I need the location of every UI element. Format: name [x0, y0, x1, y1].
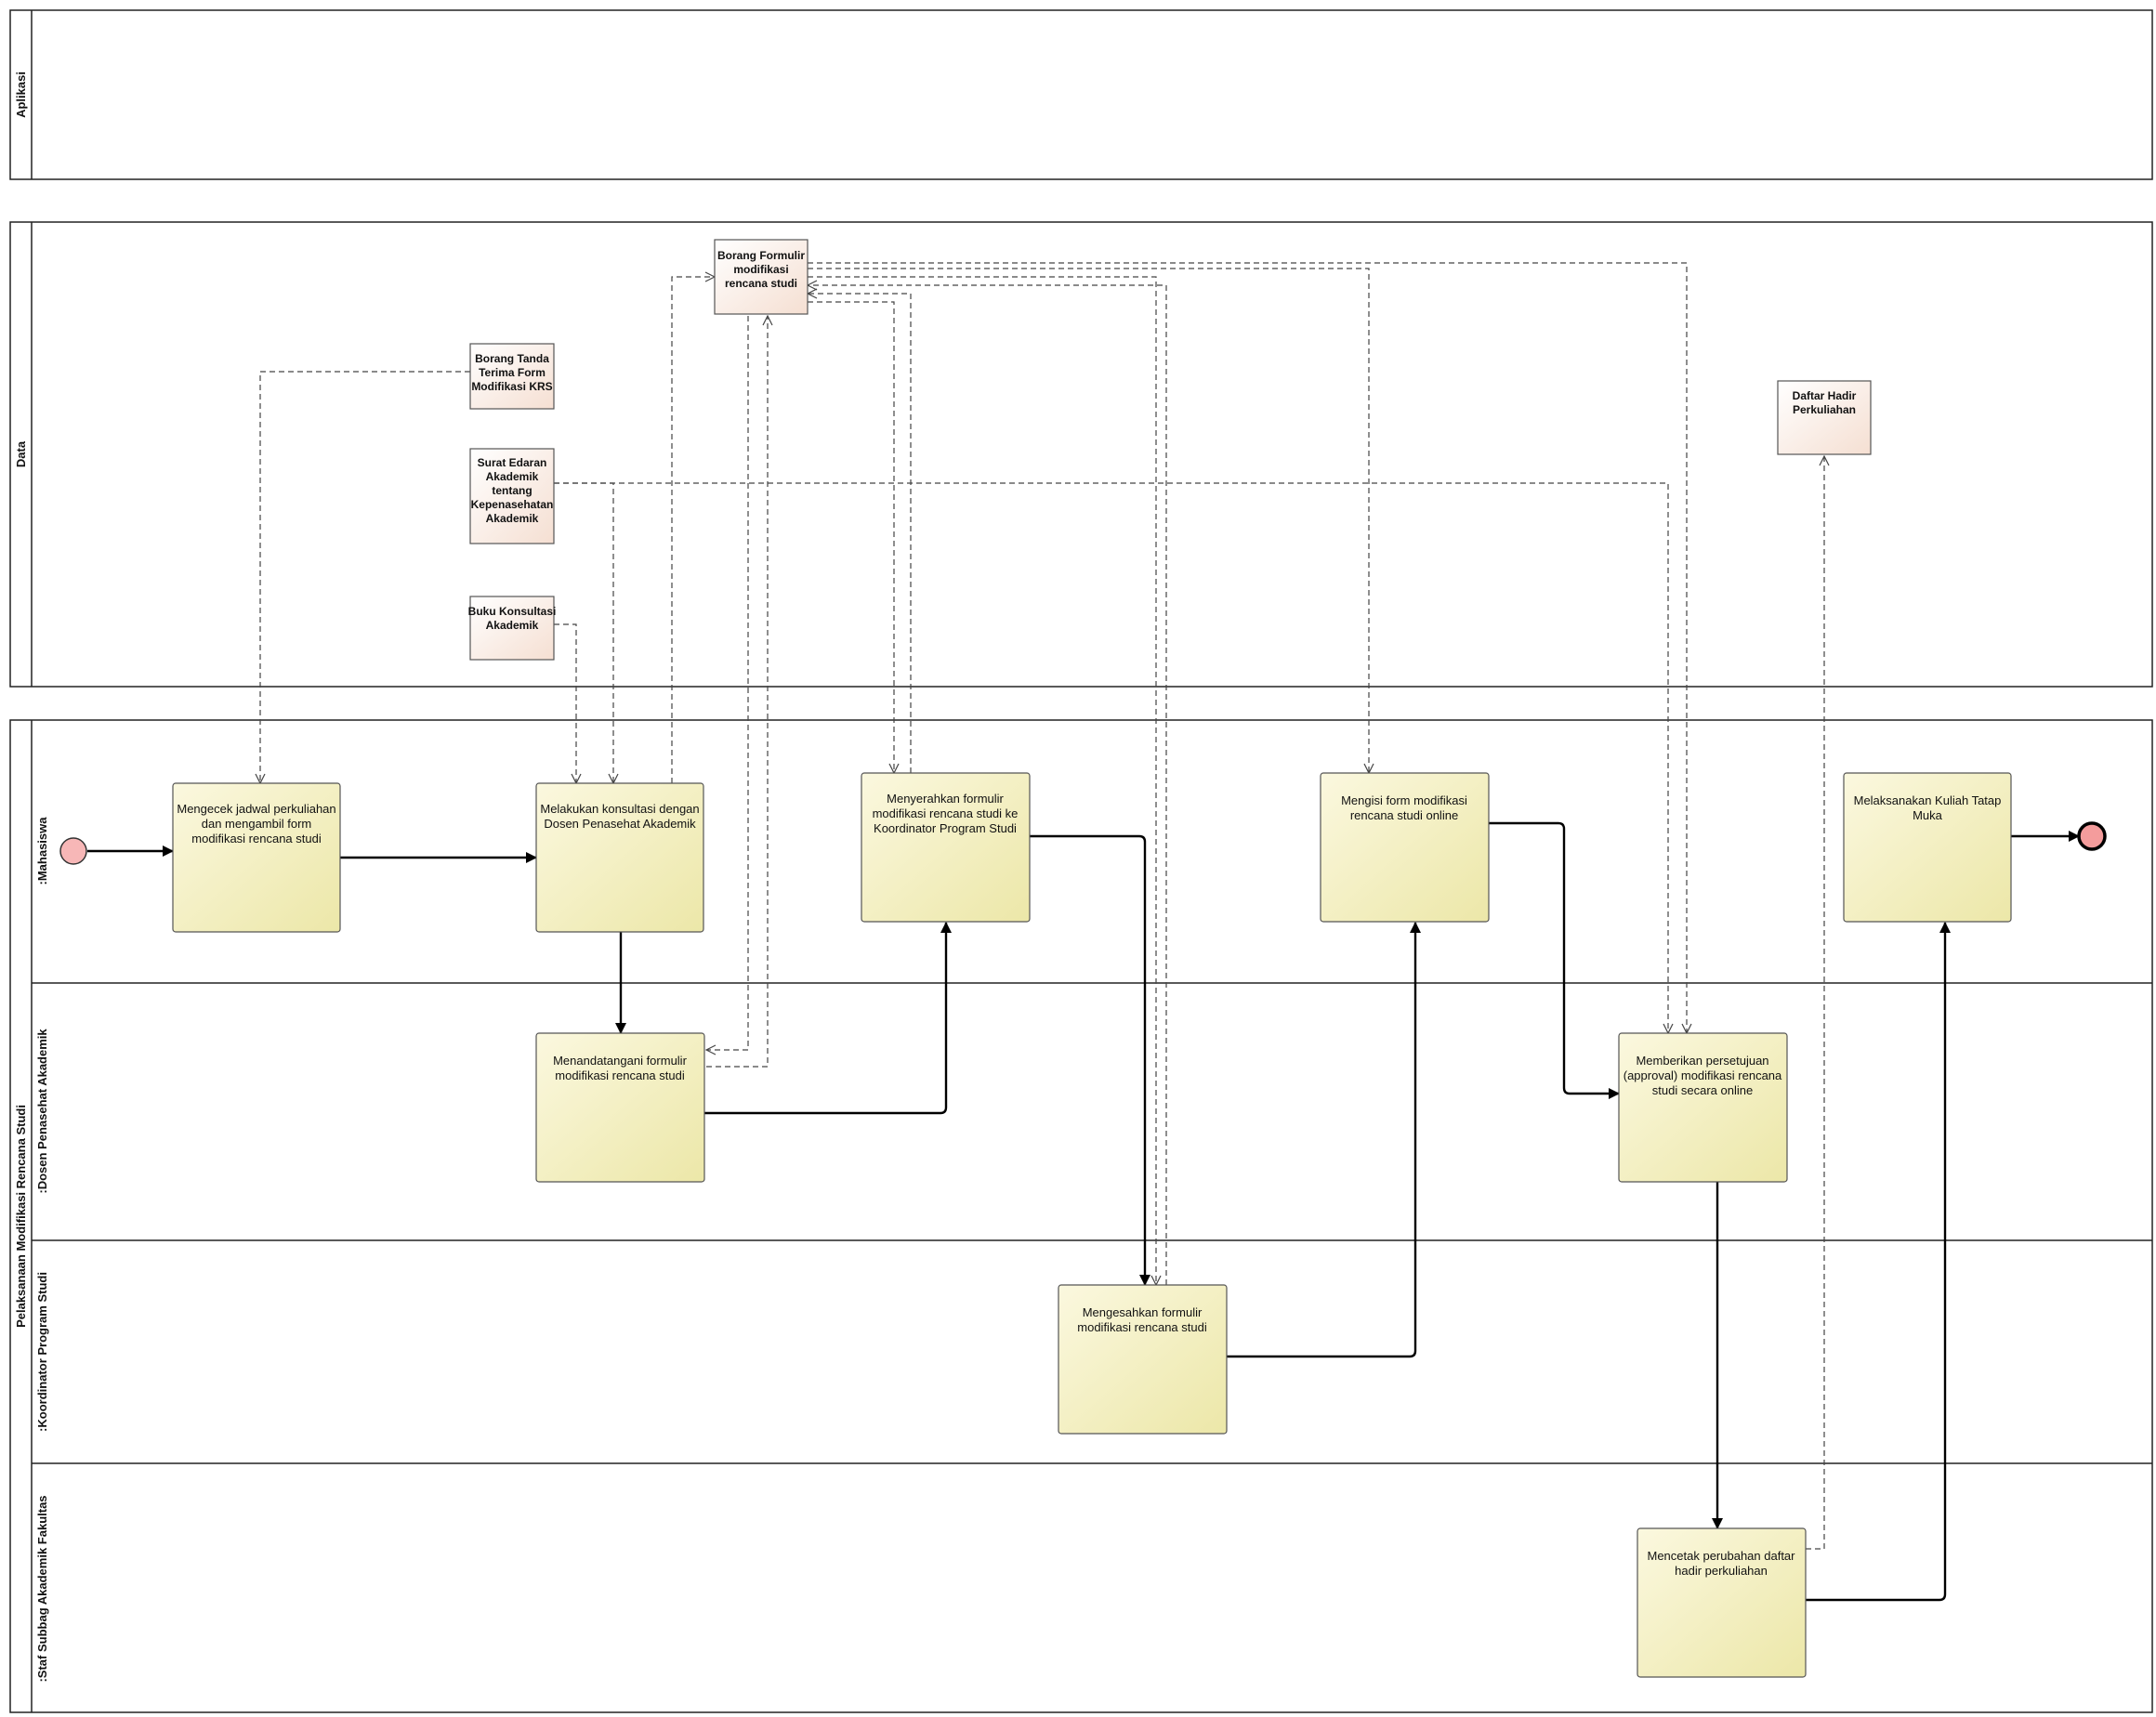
data-object-buku-konsultasi[interactable]: Buku Konsultasi Akademik: [468, 596, 557, 661]
task-label: modifikasi rencana studi: [1077, 1320, 1207, 1334]
task-label: Melakukan konsultasi dengan: [540, 802, 699, 816]
task-label: Dosen Penasehat Akademik: [544, 817, 696, 831]
task-label: Memberikan persetujuan: [1636, 1054, 1768, 1068]
flow-menandatangani-to-menyerahkan: [704, 922, 952, 1115]
task-mencetak[interactable]: Mencetak perubahan daftar hadir perkulia…: [1637, 1527, 1807, 1678]
task-label: modifikasi rencana studi: [555, 1068, 685, 1082]
task-menandatangani[interactable]: Menandatangani formulir modifikasi renca…: [535, 1032, 705, 1183]
pool-data: Data: [9, 221, 2153, 688]
data-object-label: modifikasi: [733, 263, 788, 276]
task-label: dan mengambil form: [202, 817, 312, 831]
data-object-label: Modifikasi KRS: [471, 380, 552, 393]
assoc-surat-to-persetujuan: [554, 482, 1668, 1033]
task-konsultasi[interactable]: Melakukan konsultasi dengan Dosen Penase…: [535, 782, 704, 933]
assoc-borang-tanda-to-mengecek: [260, 371, 470, 783]
task-label: Mengesahkan formulir: [1083, 1305, 1203, 1319]
task-label: Muka: [1913, 808, 1943, 822]
task-label: Menyerahkan formulir: [887, 792, 1004, 806]
data-associations: [260, 262, 1824, 1550]
assoc-menyerahkan-to-borang: [808, 294, 912, 773]
end-event[interactable]: [2077, 821, 2107, 851]
task-label: modifikasi rencana studi: [191, 832, 322, 845]
assoc-borang-to-menandatangani: [706, 316, 749, 1050]
task-label: Melaksanakan Kuliah Tatap: [1854, 793, 2002, 807]
pool-process-label: Pelaksanaan Modifikasi Rencana Studi: [14, 1105, 28, 1328]
data-object-label: Buku Konsultasi: [468, 605, 557, 618]
task-mengisi[interactable]: Mengisi form modifikasi rencana studi on…: [1320, 772, 1490, 923]
assoc-konsultasi-to-borang: [671, 277, 715, 783]
assoc-buku-to-konsultasi: [554, 623, 576, 783]
pool-data-label: Data: [14, 440, 28, 467]
data-object-label: Akademik: [486, 619, 539, 632]
data-object-label: Akademik: [486, 470, 539, 483]
task-mengesahkan[interactable]: Mengesahkan formulir modifikasi rencana …: [1058, 1284, 1228, 1435]
sequence-flows: [87, 821, 2080, 1602]
data-object-label: Borang Formulir: [717, 249, 805, 262]
assoc-borang-to-persetujuan: [808, 262, 1687, 1033]
assoc-borang-to-menyerahkan: [808, 301, 894, 773]
task-label: hadir perkuliahan: [1675, 1564, 1768, 1578]
task-label: modifikasi rencana studi ke: [873, 806, 1019, 820]
data-object-borang-formulir[interactable]: Borang Formulir modifikasi rencana studi: [714, 239, 808, 315]
pool-process: Pelaksanaan Modifikasi Rencana Studi :Ma…: [9, 719, 2153, 1713]
assoc-menandatangani-to-borang: [706, 316, 768, 1068]
lane-dosen-label: :Dosen Penasehat Akademik: [35, 1029, 49, 1194]
assoc-mencetak-to-daftar-hadir: [1806, 456, 1824, 1550]
assoc-surat-to-konsultasi: [554, 482, 613, 783]
task-label: (approval) modifikasi rencana: [1624, 1068, 1782, 1082]
data-object-surat-edaran[interactable]: Surat Edaran Akademik tentang Kepenaseha…: [469, 448, 555, 544]
flow-mengesahkan-to-mengisi: [1227, 922, 1421, 1358]
task-label: Mengisi form modifikasi: [1341, 793, 1467, 807]
task-mengecek[interactable]: Mengecek jadwal perkuliahan dan mengambi…: [172, 782, 341, 933]
data-object-label: Daftar Hadir: [1793, 389, 1857, 402]
data-object-label: Terima Form: [479, 366, 546, 379]
lane-staf-label: :Staf Subbag Akademik Fakultas: [35, 1495, 49, 1682]
flow-mengisi-to-persetujuan: [1489, 821, 1620, 1099]
task-kuliah[interactable]: Melaksanakan Kuliah Tatap Muka: [1843, 772, 2012, 923]
task-persetujuan[interactable]: Memberikan persetujuan (approval) modifi…: [1618, 1032, 1788, 1183]
data-object-daftar-hadir[interactable]: Daftar Hadir Perkuliahan: [1777, 380, 1872, 455]
task-label: studi secara online: [1652, 1083, 1753, 1097]
task-label: Koordinator Program Studi: [874, 821, 1017, 835]
data-object-borang-tanda[interactable]: Borang Tanda Terima Form Modifikasi KRS: [469, 343, 555, 410]
lane-koordinator-label: :Koordinator Program Studi: [35, 1272, 49, 1432]
task-menyerahkan[interactable]: Menyerahkan formulir modifikasi rencana …: [861, 772, 1031, 923]
pool-aplikasi-label: Aplikasi: [14, 72, 28, 118]
data-object-label: Akademik: [486, 512, 539, 525]
task-label: Mencetak perubahan daftar: [1648, 1549, 1796, 1563]
start-event[interactable]: [59, 837, 87, 865]
data-object-label: tentang: [492, 484, 532, 497]
lane-mahasiswa-label: :Mahasiswa: [35, 817, 49, 885]
flow-menyerahkan-to-mengesahkan: [1030, 834, 1150, 1286]
data-object-label: rencana studi: [725, 277, 797, 290]
assoc-borang-to-mengesahkan: [808, 276, 1156, 1285]
flow-mencetak-to-kuliah: [1806, 922, 1951, 1602]
data-object-label: Surat Edaran: [478, 456, 547, 469]
pool-aplikasi: Aplikasi: [9, 9, 2153, 180]
task-label: rencana studi online: [1350, 808, 1458, 822]
data-object-label: Perkuliahan: [1793, 403, 1856, 416]
assoc-borang-to-mengisi: [808, 268, 1369, 773]
assoc-mengesahkan-to-borang: [808, 285, 1167, 1285]
task-label: Menandatangani formulir: [553, 1054, 687, 1068]
task-label: Mengecek jadwal perkuliahan: [177, 802, 335, 816]
data-object-label: Borang Tanda: [475, 352, 549, 365]
data-object-label: Kepenasehatan: [471, 498, 554, 511]
